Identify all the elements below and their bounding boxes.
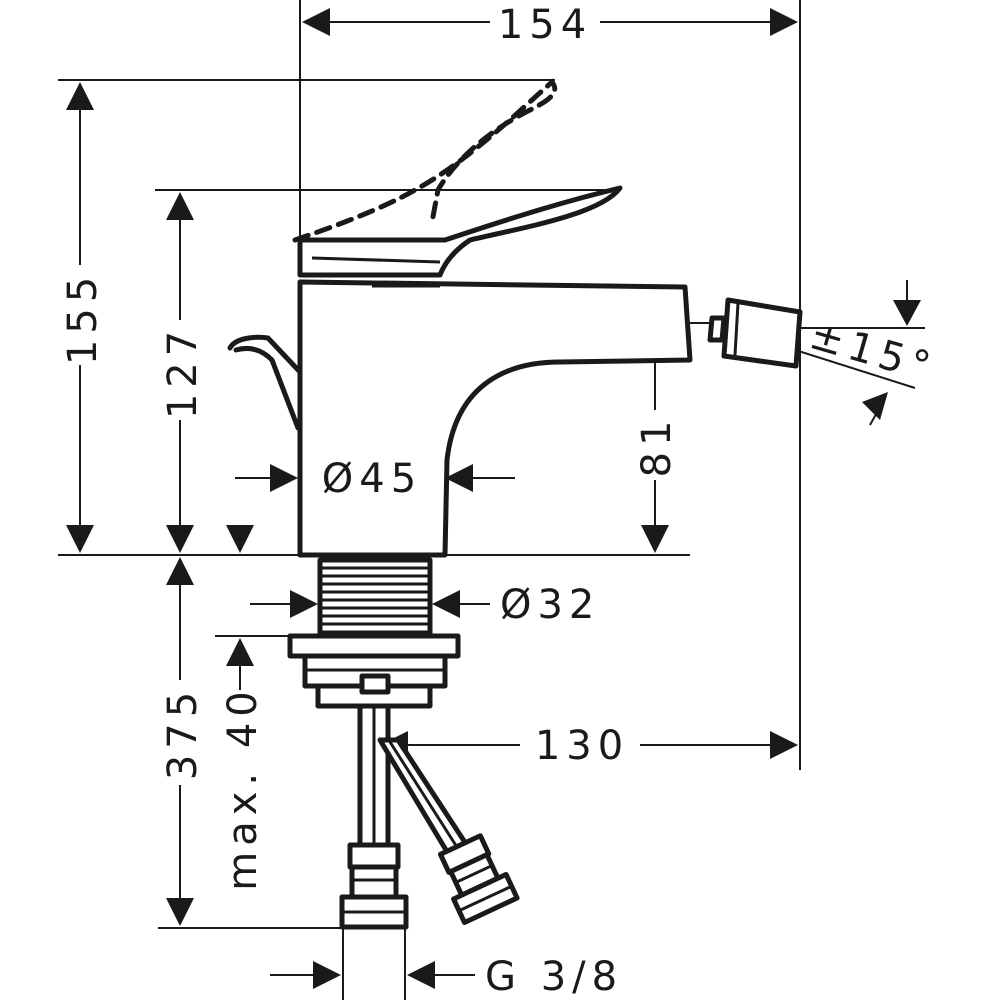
dim-shank-diameter: Ø32: [500, 582, 600, 628]
dim-height-lever: 127: [160, 325, 206, 419]
dim-body-diameter: Ø45: [322, 456, 422, 502]
dim-shank-length: 375: [160, 686, 206, 780]
diverter-knob: [227, 334, 303, 431]
dim-max-deck-thickness: max. 40: [220, 685, 266, 890]
dimension-labels: 154 155 127 Ø45 81 ±15° Ø32 375 max. 40 …: [60, 2, 941, 1000]
dim-connection-thread: G 3/8: [485, 954, 623, 1000]
hose-connector-right: [437, 833, 520, 926]
spout-nozzle: [707, 297, 803, 369]
body-outline: [297, 279, 693, 558]
dimension-lines: [58, 0, 925, 1000]
dim-height-lever-raised: 155: [60, 271, 106, 365]
threaded-shank: [317, 557, 433, 641]
mixer-body: [297, 279, 693, 558]
mounting-nut: [287, 633, 461, 709]
arrowheads: [66, 8, 921, 989]
supply-hoses: [357, 703, 473, 863]
hose-connector-left: [339, 842, 409, 930]
dim-spout-angle: ±15°: [805, 312, 941, 392]
dim-spout-reach: 130: [535, 723, 629, 769]
lever-raised-position: [292, 78, 558, 243]
dim-spout-height: 81: [634, 415, 680, 478]
lever: [297, 185, 623, 278]
dim-overall-width: 154: [498, 2, 592, 48]
